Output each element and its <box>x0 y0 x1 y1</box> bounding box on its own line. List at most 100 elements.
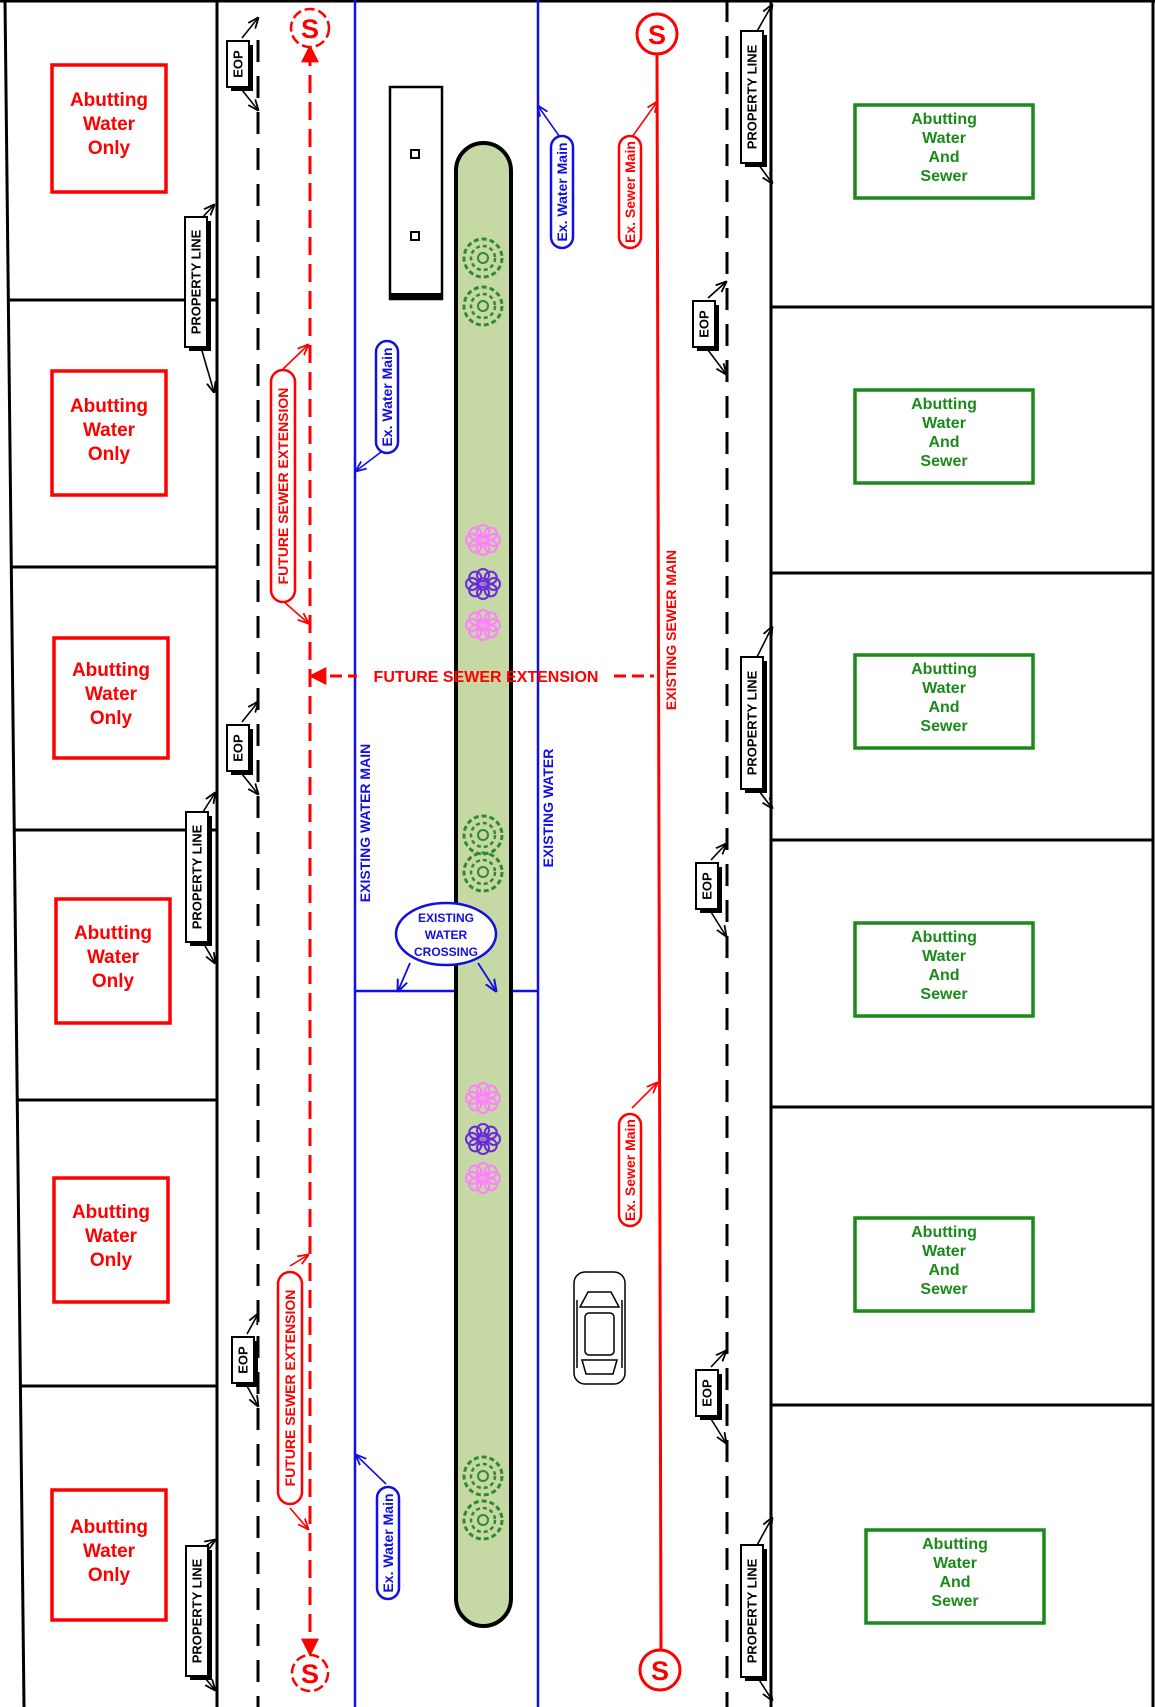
lot-label-line: Water <box>83 1541 136 1562</box>
leader-arrow <box>246 1314 258 1335</box>
shrub-icon <box>462 814 504 856</box>
lot-label-line: Only <box>88 1565 131 1586</box>
lot-label-line: Water <box>933 1555 977 1572</box>
leader-arrow <box>707 349 726 374</box>
svg-text:PROPERTY LINE: PROPERTY LINE <box>189 229 204 334</box>
leader-arrow <box>707 282 726 299</box>
svg-text:EOP: EOP <box>700 1379 715 1407</box>
svg-text:WATER: WATER <box>425 928 468 942</box>
lot-label-line: Water <box>922 948 966 965</box>
lot-label-line: Sewer <box>920 986 967 1003</box>
leader-arrow <box>631 102 657 138</box>
existing-water-main-label: EXISTING WATER MAIN <box>357 744 373 902</box>
leader-arrow <box>631 1083 657 1109</box>
lot-label-line: Abutting <box>70 90 148 111</box>
lot-label-line: Sewer <box>920 168 967 185</box>
leader-arrow <box>755 5 772 34</box>
existing-water-crossing-callout: EXISTING WATER CROSSING <box>394 901 496 991</box>
svg-text:PROPERTY LINE: PROPERTY LINE <box>745 670 760 775</box>
svg-text:FUTURE SEWER EXTENSION: FUTURE SEWER EXTENSION <box>282 1290 298 1487</box>
lot-label-line: And <box>939 1574 970 1591</box>
lot-label-line: Abutting <box>911 396 977 413</box>
svg-text:EOP: EOP <box>697 310 712 338</box>
svg-text:FUTURE SEWER EXTENSION: FUTURE SEWER EXTENSION <box>275 388 291 585</box>
property-line-callout: PROPERTY LINE <box>740 1544 767 1681</box>
lot-label-line: And <box>928 967 959 984</box>
ex-sewer-main-callout: Ex. Sewer Main <box>617 1112 643 1228</box>
svg-text:Ex. Water Main: Ex. Water Main <box>554 142 570 241</box>
leader-arrow <box>356 448 386 471</box>
lot-label-line: Abutting <box>911 1224 977 1241</box>
leader-arrow <box>755 627 772 660</box>
lot-label-line: Abutting <box>911 661 977 678</box>
svg-text:PROPERTY LINE: PROPERTY LINE <box>190 1558 205 1663</box>
flower-icon <box>465 609 501 641</box>
lot-label-line: Sewer <box>931 1593 978 1610</box>
flower-icon <box>465 1082 501 1114</box>
lot-label-line: Abutting <box>70 1517 148 1538</box>
shrub-icon <box>462 1499 504 1541</box>
east-lot-boundaries <box>769 0 1153 1707</box>
lot-label-line: Abutting <box>911 111 977 128</box>
ex-water-main-callout: Ex. Water Main <box>549 134 575 250</box>
lot-label-line: And <box>928 1262 959 1279</box>
leader-arrow <box>710 1418 726 1443</box>
lot-label-line: Water <box>87 947 140 968</box>
leader-arrow <box>246 1385 258 1406</box>
svg-text:EOP: EOP <box>231 50 246 78</box>
landscaped-median <box>454 141 513 1628</box>
shrub-icon <box>462 285 504 327</box>
eop-callout: EOP <box>692 300 719 351</box>
lot-label-line: Sewer <box>920 453 967 470</box>
flower-icon <box>465 1162 501 1194</box>
lot-label-line: Water <box>83 420 136 441</box>
svg-text:S: S <box>648 20 666 50</box>
lot-label-line: Water <box>83 114 136 135</box>
eop-callout: EOP <box>226 724 253 775</box>
lot-label-line: Water <box>922 415 966 432</box>
lot-label-line: Abutting <box>72 660 150 681</box>
existing-sewer-main-label: EXISTING SEWER MAIN <box>663 550 679 710</box>
lot-label-line: Only <box>88 444 131 465</box>
eop-callout: EOP <box>231 1336 258 1387</box>
sewer-manhole-icon: S <box>635 12 679 56</box>
flower-icon <box>465 568 501 600</box>
svg-text:CROSSING: CROSSING <box>414 945 478 959</box>
ex-water-main-callout: Ex. Water Main <box>374 339 400 455</box>
lot-label-line: Abutting <box>922 1536 988 1553</box>
lot-label-line: Abutting <box>70 396 148 417</box>
lot-label-line: Abutting <box>72 1202 150 1223</box>
lot-label-line: Water <box>922 130 966 147</box>
svg-text:EOP: EOP <box>236 1346 251 1374</box>
median-plantings <box>462 237 504 1541</box>
lot-label-line: Abutting <box>74 923 152 944</box>
future-sewer-extension <box>301 44 654 1657</box>
lot-label-line: Water <box>85 1226 138 1247</box>
lot-label-line: Sewer <box>920 1281 967 1298</box>
svg-text:PROPERTY LINE: PROPERTY LINE <box>190 824 205 929</box>
shrub-icon <box>462 851 504 893</box>
west-lot-boundaries <box>3 0 219 1707</box>
callout-labels: PROPERTY LINE PROPERTY LINE PROPERTY LINE P… <box>184 5 772 1700</box>
future-sewer-extension-callout: FUTURE SEWER EXTENSION <box>269 368 297 604</box>
svg-text:Ex. Water Main: Ex. Water Main <box>379 347 395 446</box>
lot-label-line: Water <box>922 1243 966 1260</box>
lot-label-line: Only <box>90 708 133 729</box>
leader-arrow <box>241 18 258 39</box>
lot-label-line: Abutting <box>911 929 977 946</box>
leader-arrow <box>241 702 258 723</box>
leader-arrow <box>755 1518 772 1548</box>
eop-callout: EOP <box>226 40 253 91</box>
property-line-callout: PROPERTY LINE <box>184 216 211 351</box>
edge-of-pavement-lines <box>256 0 729 1707</box>
svg-text:S: S <box>651 1656 669 1686</box>
eop-callout: EOP <box>695 862 722 913</box>
leader-arrow <box>710 844 726 861</box>
